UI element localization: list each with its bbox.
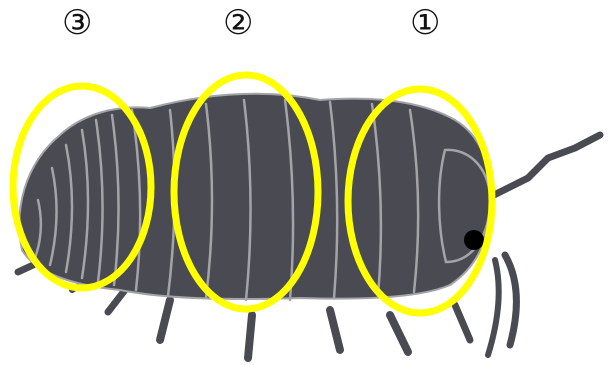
body-shell [19,94,490,299]
label-two: ② [223,6,253,40]
label-three: ③ [62,6,92,40]
eye [464,230,484,250]
label-one: ① [410,6,440,40]
antenna [492,135,600,196]
